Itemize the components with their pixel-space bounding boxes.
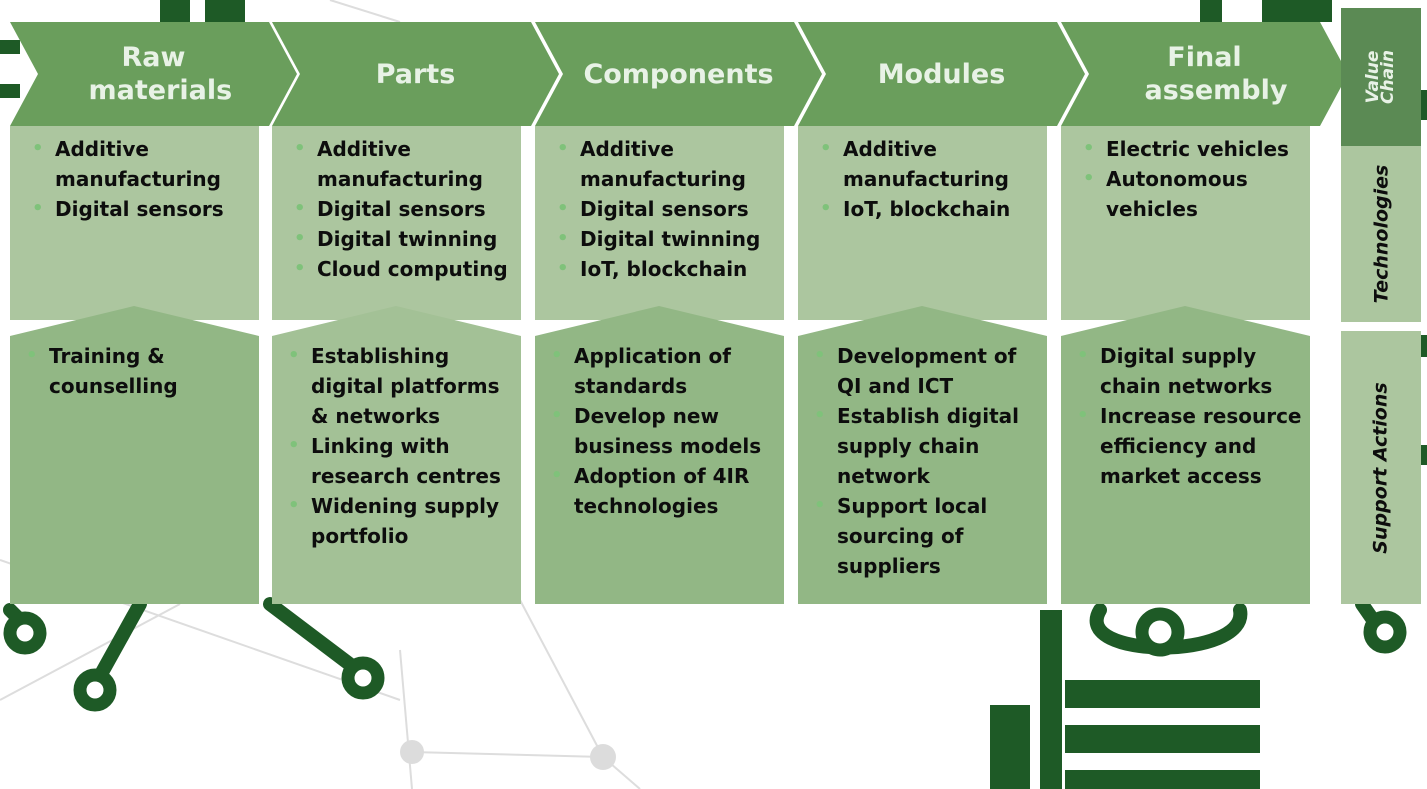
technologies-box-final-assembly: Electric vehicles Autonomous vehicles bbox=[1061, 126, 1310, 320]
technology-item: Electric vehicles bbox=[1071, 134, 1310, 164]
chevron-modules: Modules bbox=[798, 22, 1085, 126]
technology-item: IoT, blockchain bbox=[545, 254, 784, 284]
chevron-arrow-shape bbox=[272, 22, 559, 126]
stage-title-parts: Parts bbox=[375, 58, 456, 90]
technology-item: Digital sensors bbox=[20, 194, 259, 224]
technology-item: Additive manufacturing bbox=[20, 134, 259, 194]
support-action-item: Increase resource efficiency and market … bbox=[1065, 401, 1310, 491]
technology-item: Digital sensors bbox=[282, 194, 521, 224]
stage-title-final-assembly: Final assembly bbox=[1144, 42, 1288, 106]
chevron-arrow-shape bbox=[10, 22, 297, 126]
support-action-item: Widening supply portfolio bbox=[276, 491, 521, 551]
support-actions-box-modules: Development of QI and ICT Establish digi… bbox=[798, 306, 1047, 604]
support-action-item: Adoption of 4IR technologies bbox=[539, 461, 784, 521]
support-actions-box-components: Application of standards Develop new bus… bbox=[535, 306, 784, 604]
support-action-item: Training & counselling bbox=[14, 341, 259, 401]
support-actions-box-raw-materials: Training & counselling bbox=[10, 306, 259, 604]
support-action-item: Digital supply chain networks bbox=[1065, 341, 1310, 401]
support-action-item: Linking with research centres bbox=[276, 431, 521, 491]
support-action-item: Support local sourcing of suppliers bbox=[802, 491, 1047, 581]
support-action-item: Establishing digital platforms & network… bbox=[276, 341, 521, 431]
technology-item: Additive manufacturing bbox=[545, 134, 784, 194]
row-label-support-actions-text: Support Actions bbox=[1370, 381, 1392, 554]
support-actions-box-parts: Establishing digital platforms & network… bbox=[272, 306, 521, 604]
row-label-value-chain: Value Chain bbox=[1341, 8, 1421, 146]
support-action-item: Develop new business models bbox=[539, 401, 784, 461]
stage-title-modules: Modules bbox=[877, 58, 1006, 90]
technologies-box-parts: Additive manufacturing Digital sensors D… bbox=[272, 126, 521, 320]
technology-item: Digital sensors bbox=[545, 194, 784, 224]
stage-title-components: Components bbox=[583, 58, 774, 90]
chevron-arrow-shape bbox=[798, 22, 1085, 126]
chevron-arrow-shape bbox=[535, 22, 822, 126]
technologies-box-components: Additive manufacturing Digital sensors D… bbox=[535, 126, 784, 320]
chevron-components: Components bbox=[535, 22, 822, 126]
technology-item: Additive manufacturing bbox=[808, 134, 1047, 194]
chevron-final-assembly: Final assembly bbox=[1061, 22, 1348, 126]
support-actions-box-final-assembly: Digital supply chain networks Increase r… bbox=[1061, 306, 1310, 604]
technology-item: Digital twinning bbox=[545, 224, 784, 254]
row-label-support-actions: Support Actions bbox=[1341, 331, 1421, 604]
technology-item: Digital twinning bbox=[282, 224, 521, 254]
support-action-item: Application of standards bbox=[539, 341, 784, 401]
row-label-value-chain-text: Value Chain bbox=[1363, 50, 1398, 104]
row-label-technologies-text: Technologies bbox=[1370, 164, 1393, 304]
technology-item: Autonomous vehicles bbox=[1071, 164, 1310, 224]
chevron-parts: Parts bbox=[272, 22, 559, 126]
technology-item: IoT, blockchain bbox=[808, 194, 1047, 224]
technology-item: Additive manufacturing bbox=[282, 134, 521, 194]
chevron-arrow-shape bbox=[1061, 22, 1348, 126]
chevron-raw-materials: Raw materials bbox=[10, 22, 297, 126]
support-action-item: Development of QI and ICT bbox=[802, 341, 1047, 401]
row-label-technologies: Technologies bbox=[1341, 146, 1421, 322]
technologies-box-raw-materials: Additive manufacturing Digital sensors bbox=[10, 126, 259, 320]
technologies-box-modules: Additive manufacturing IoT, blockchain bbox=[798, 126, 1047, 320]
stage-title-raw-materials: Raw materials bbox=[88, 42, 233, 106]
support-action-item: Establish digital supply chain network bbox=[802, 401, 1047, 491]
technology-item: Cloud computing bbox=[282, 254, 521, 284]
